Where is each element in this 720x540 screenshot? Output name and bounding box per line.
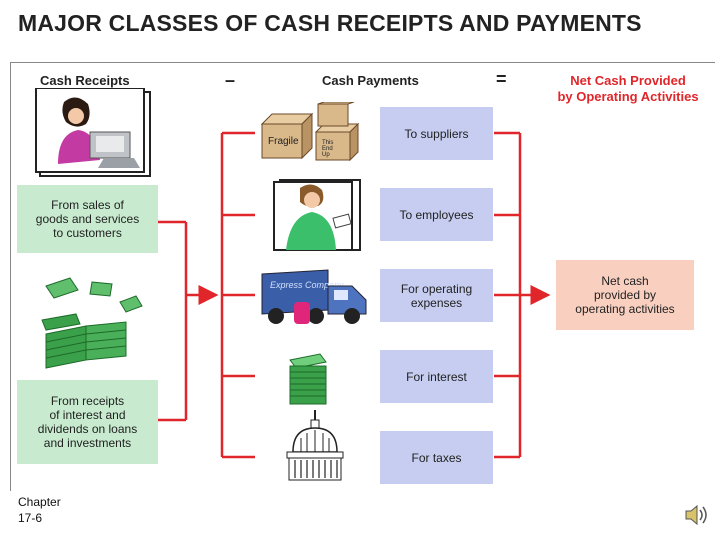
slide-number: 17-6 <box>18 511 43 525</box>
net-cash-header: Net Cash Provided by Operating Activitie… <box>543 73 713 105</box>
payment-taxes-label: For taxes <box>411 450 462 465</box>
receipt-interest-line: From receipts <box>50 394 125 408</box>
delivery-truck-icon: Express Company <box>261 269 367 324</box>
payment-operating-box: For operating expenses <box>380 269 493 322</box>
fragile-label: Fragile <box>268 136 299 147</box>
cash-bundles-icon <box>41 277 143 369</box>
speaker-icon[interactable] <box>684 504 708 526</box>
payment-employees-label: To employees <box>399 207 474 222</box>
receipt-sales-box: From sales of goods and services to cust… <box>17 185 158 253</box>
net-cash-line: operating activities <box>575 302 675 316</box>
chapter-footer: Chapter 17-6 <box>18 494 61 526</box>
net-cash-line: Net cash <box>601 274 649 288</box>
receipt-sales-line: goods and services <box>35 212 140 226</box>
receipt-interest-box: From receipts of interest and dividends … <box>17 380 158 464</box>
net-cash-box: Net cash provided by operating activitie… <box>556 260 694 330</box>
payment-employees-box: To employees <box>380 188 493 241</box>
payment-operating-line: For operating <box>400 281 473 296</box>
this-end-up-label: This End Up <box>322 140 335 158</box>
equals-sign: = <box>496 69 507 89</box>
minus-sign: – <box>225 70 236 90</box>
shipping-boxes-icon: Fragile This End Up <box>260 102 360 162</box>
capitol-dome-icon <box>286 410 344 481</box>
receipt-interest-line: dividends on loans <box>37 422 138 436</box>
receipt-interest-line: and investments <box>43 436 132 450</box>
chapter-label: Chapter <box>18 495 61 509</box>
receipt-sales-line: From sales of <box>51 198 124 212</box>
cash-payments-header: Cash Payments <box>322 73 419 88</box>
woman-at-computer-icon <box>35 88 151 177</box>
net-cash-header-line1: Net Cash Provided <box>570 73 686 88</box>
payment-operating-line: expenses <box>410 295 463 310</box>
net-cash-line: provided by <box>593 288 657 302</box>
payment-interest-box: For interest <box>380 350 493 403</box>
payment-interest-label: For interest <box>406 369 467 384</box>
cash-receipts-header: Cash Receipts <box>40 73 130 88</box>
net-cash-header-line2: by Operating Activities <box>557 89 699 104</box>
receipt-interest-line: of interest and <box>49 408 126 422</box>
receipt-sales-line: to customers <box>53 226 122 240</box>
payment-taxes-box: For taxes <box>380 431 493 484</box>
truck-logo-label: Express Company <box>270 280 344 290</box>
money-stack-icon <box>289 353 327 405</box>
slide-title: MAJOR CLASSES OF CASH RECEIPTS AND PAYME… <box>18 10 642 36</box>
employee-icon <box>273 179 361 251</box>
payment-suppliers-label: To suppliers <box>404 126 469 141</box>
payment-suppliers-box: To suppliers <box>380 107 493 160</box>
